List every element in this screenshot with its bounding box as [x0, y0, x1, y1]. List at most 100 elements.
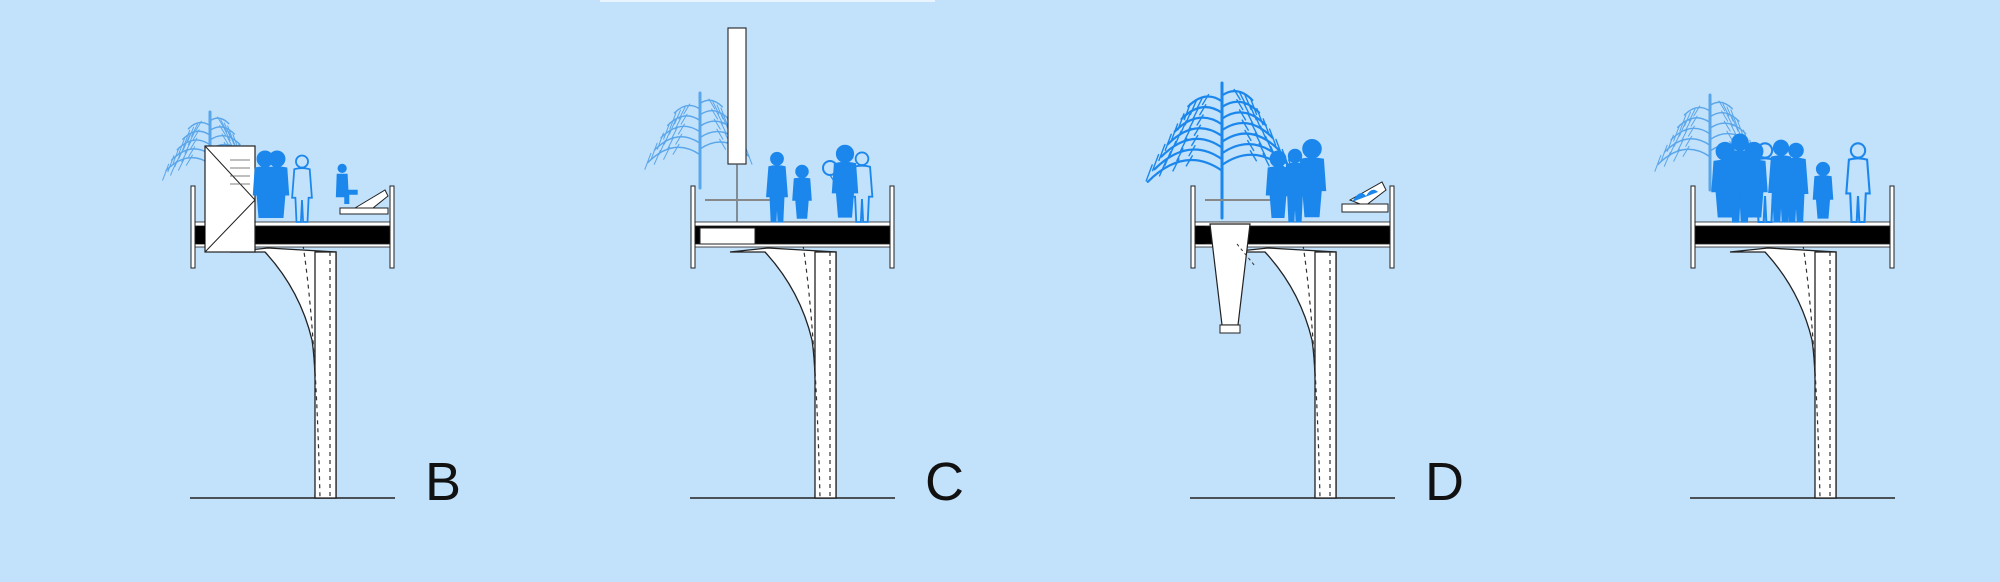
tree-branch: [699, 110, 730, 120]
tree-twig: [675, 133, 683, 145]
tree-branch: [182, 130, 211, 140]
tree-twig: [708, 98, 716, 110]
tree-twig: [1176, 147, 1184, 162]
tree-twig: [674, 109, 682, 125]
tree-twig: [220, 119, 228, 133]
tree-twig: [167, 155, 175, 173]
tree-twig: [1188, 144, 1196, 157]
tree-twig: [1249, 150, 1258, 162]
tree-twig: [1731, 116, 1739, 132]
tree-twig: [1258, 142, 1266, 157]
tree-branch: [1709, 122, 1747, 135]
tree-twig: [182, 135, 190, 151]
tree-branch: [1220, 132, 1281, 152]
tree-twig: [1726, 106, 1734, 122]
tree-twig: [670, 126, 678, 140]
tree-twig: [667, 136, 675, 150]
reclining-figure: [1352, 189, 1378, 202]
planter-dash: [1236, 243, 1256, 267]
section-panel-b: B: [425, 27, 895, 512]
tree-twig: [172, 146, 180, 164]
railing-left: [1690, 185, 1696, 269]
deck-inset: [699, 227, 756, 245]
tree-twig: [1195, 96, 1204, 111]
tree-twig: [1172, 158, 1180, 172]
railing-right: [389, 185, 395, 269]
tree-twig: [677, 123, 685, 135]
tree-twig: [1241, 119, 1249, 131]
tree-twig: [720, 121, 728, 135]
tree-branch: [1146, 158, 1224, 183]
tree-twig: [1187, 117, 1196, 131]
person-outline-figure: [1845, 142, 1871, 224]
tree-twig: [1722, 103, 1730, 117]
support-column: [814, 251, 837, 499]
tree-twig: [1679, 114, 1687, 132]
tree-twig: [720, 107, 728, 125]
shelter-wall-diagonal: [204, 145, 256, 253]
tree-twig: [174, 152, 182, 168]
tree-twig: [185, 154, 193, 166]
railing-right: [1889, 185, 1895, 269]
deck-end-cap: [1197, 226, 1205, 244]
support-column: [314, 251, 337, 499]
tree-twig: [1268, 128, 1277, 146]
tree-twig: [1663, 151, 1671, 167]
tree-twig: [1177, 113, 1185, 131]
tree-twig: [1262, 153, 1270, 167]
tree-twig: [1680, 128, 1688, 142]
tree-twig: [1244, 129, 1252, 142]
tree-twig: [1180, 137, 1188, 152]
railing-right: [1389, 185, 1395, 269]
railing-left: [1190, 185, 1196, 269]
tree-twig: [1684, 111, 1692, 127]
person-outline-figure-shape: [1845, 142, 1871, 224]
tree-twig: [1193, 124, 1202, 136]
column-centerline: [1802, 244, 1821, 499]
tree-twig: [1726, 113, 1734, 127]
child-figure: [1297, 138, 1327, 218]
tree-twig: [1666, 134, 1674, 152]
tree-twig: [719, 138, 727, 150]
tree-twig: [187, 126, 195, 142]
tree-branch: [1153, 148, 1224, 171]
tree-twig: [1233, 88, 1241, 101]
tree-twig: [1677, 138, 1685, 152]
tree-twig: [1250, 122, 1259, 136]
section-panel-c: C: [925, 81, 1395, 512]
tree-twig: [712, 101, 720, 115]
tree-twig: [162, 163, 170, 181]
tree-twig: [1151, 153, 1160, 172]
tree-branch: [1166, 127, 1224, 146]
tree-branch: [673, 104, 701, 114]
tree-twig: [223, 122, 231, 138]
deck-slab: [1695, 226, 1890, 244]
tree-twig: [1660, 144, 1668, 162]
panel-label-b: B: [425, 452, 461, 512]
child-figure: [1812, 161, 1834, 219]
tree-twig: [653, 149, 661, 165]
tree-twig: [721, 114, 729, 130]
tree-twig: [1236, 98, 1244, 111]
tree-twig: [1246, 112, 1255, 126]
tree-twig: [1183, 102, 1191, 121]
tree-branch: [1677, 117, 1711, 129]
tree-branch: [1220, 100, 1261, 114]
tree-twig: [1685, 135, 1693, 147]
tree-twig: [184, 140, 192, 154]
child-figure-shape: [1297, 138, 1327, 218]
shelter-wall: [204, 145, 256, 253]
tree-twig: [190, 137, 198, 149]
tree-twig: [663, 146, 671, 160]
tree-twig: [1201, 93, 1210, 106]
child-figure-shape: [792, 164, 812, 219]
tree-twig: [221, 133, 229, 145]
tree-branch: [1180, 106, 1224, 121]
tree-twig: [674, 116, 682, 130]
tree-twig: [683, 103, 691, 115]
tree-twig: [170, 160, 178, 176]
column-centerline: [802, 244, 821, 499]
tree-twig: [1730, 123, 1738, 137]
tree-twig: [745, 147, 753, 165]
